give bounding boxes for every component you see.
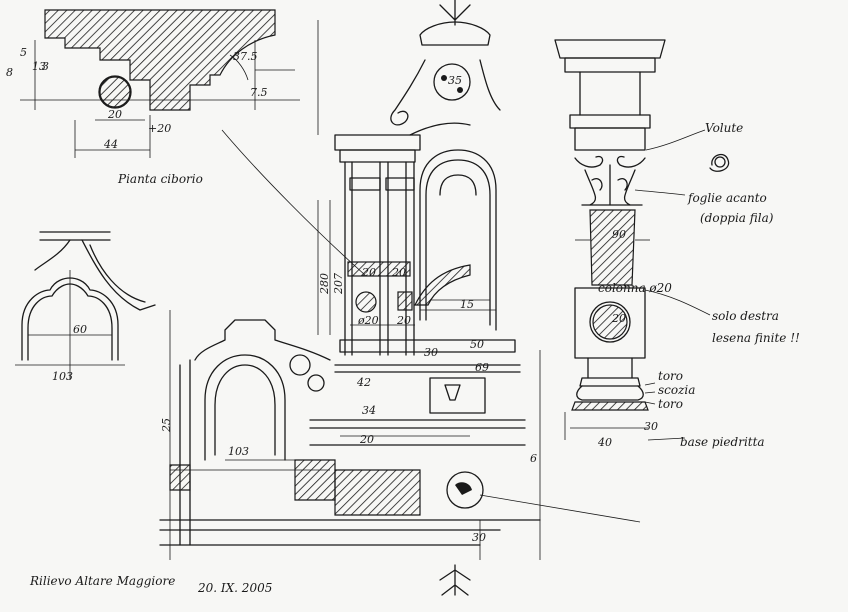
dim-ped-30: 30: [644, 420, 658, 433]
caption-plan-title: Pianta ciborio: [117, 172, 203, 186]
note-colonna: colonna ø20: [598, 281, 672, 295]
dim-h-20: 20: [359, 433, 374, 446]
dim-niche-103: 103: [52, 370, 73, 383]
dim-left-25: 25: [160, 418, 173, 433]
dim-h-50: 50: [470, 338, 484, 351]
dim-plan-plus20: +20: [148, 122, 171, 135]
dim-plan-375: 37.5: [233, 50, 258, 63]
note-solo-2: lesena finite !!: [712, 331, 800, 345]
dim-col-20b: 20: [391, 266, 406, 279]
note-volute: Volute: [705, 121, 743, 135]
dim-plan-13: 13: [32, 60, 46, 73]
dim-plan-20: 20: [107, 108, 122, 121]
dim-h-69: 69: [475, 361, 489, 374]
dim-ped-20: 20: [611, 312, 626, 325]
dim-plan-8: 8: [6, 66, 13, 79]
note-solo-1: solo destra: [712, 309, 779, 323]
dim-plan-3: 3: [42, 60, 49, 73]
note-foglie-2: (doppia fila): [700, 211, 774, 225]
dim-h-42: 42: [356, 376, 371, 389]
dim-h-280: 280: [318, 273, 331, 295]
dim-col-20a: 20: [361, 266, 376, 279]
note-toro-top: toro: [658, 369, 683, 383]
dim-right-6: 6: [530, 452, 537, 465]
plan-ciborio-sketch: [20, 9, 300, 158]
dim-h-30: 30: [424, 346, 438, 359]
altar-elevation-sketch: [159, 0, 641, 596]
dim-h-207: 207: [332, 273, 345, 295]
dim-right-15: 15: [460, 298, 474, 311]
dim-col-20d: 20: [396, 314, 411, 327]
note-toro-bottom: toro: [658, 397, 683, 411]
caption-signature: Rilievo Altare Maggiore: [29, 574, 175, 588]
dim-top-35: 35: [448, 74, 462, 87]
dim-niche-60: 60: [73, 323, 87, 336]
dim-ped-90: 90: [612, 228, 626, 241]
caption-date: 20. IX. 2005: [197, 581, 272, 595]
dim-h-34: 34: [362, 404, 376, 417]
column-detail-sketch: [554, 39, 730, 441]
dim-w-103: 103: [228, 445, 249, 458]
dim-col-20c: ø20: [357, 314, 379, 327]
note-scozia: scozia: [658, 383, 695, 397]
note-foglie-1: foglie acanto: [687, 191, 767, 205]
dim-ped-40: 40: [597, 436, 612, 449]
dim-plan-5: 5: [20, 46, 27, 59]
dim-plan-44: 44: [103, 138, 118, 151]
niche-profile-sketch: [15, 231, 156, 380]
dim-bottom-30: 30: [472, 531, 486, 544]
dim-plan-75: 7.5: [250, 86, 268, 99]
note-base: base piedritta: [680, 435, 765, 449]
